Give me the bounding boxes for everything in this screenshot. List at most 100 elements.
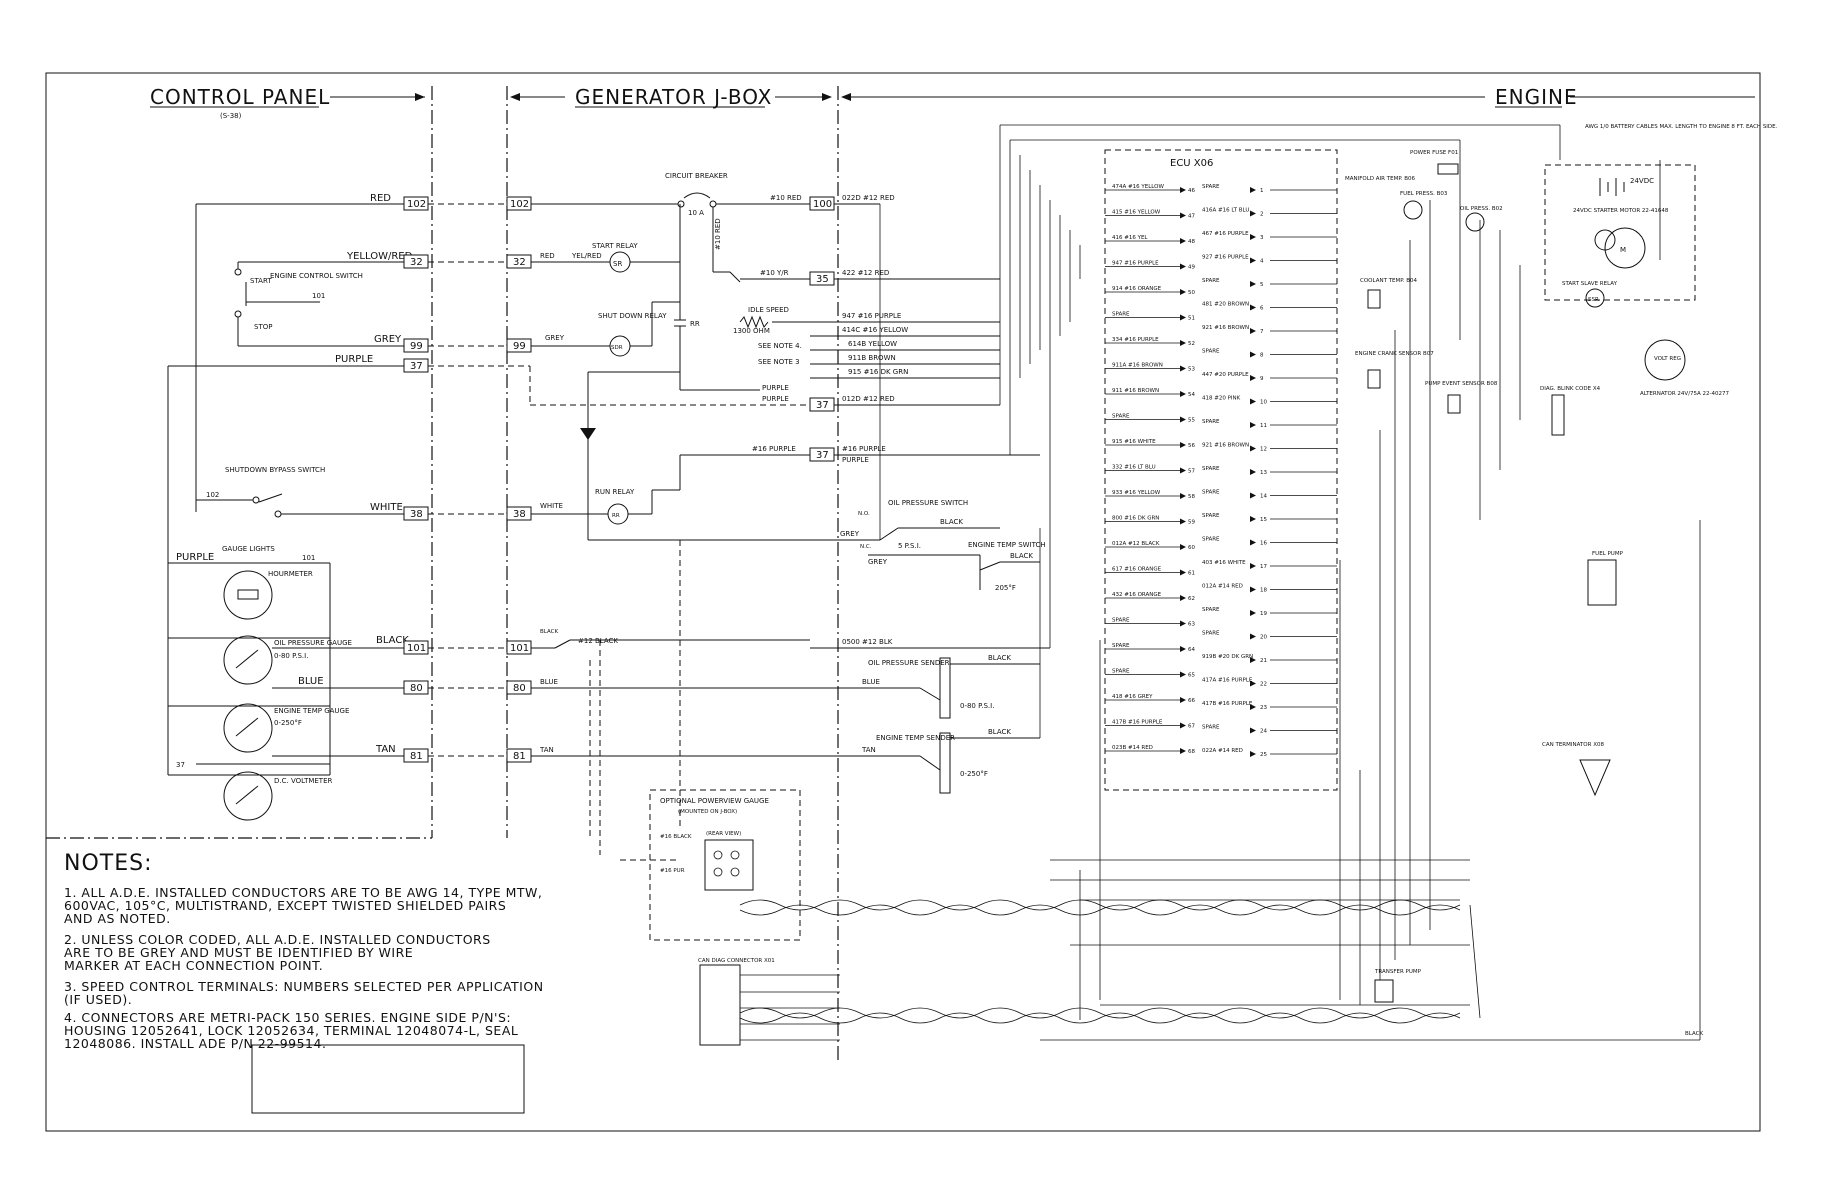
cb-rating: 10 A bbox=[688, 209, 704, 217]
ecu-pin-label: 800 #16 DK GRN bbox=[1112, 516, 1159, 522]
ecu-pin-number: 62 bbox=[1188, 596, 1195, 602]
ecu-pin-number: 55 bbox=[1188, 418, 1195, 424]
gauge-lights-label: GAUGE LIGHTS bbox=[222, 545, 275, 553]
svg-text:VOLT REG: VOLT REG bbox=[1654, 356, 1681, 362]
ecu-pin-label: 403 #16 WHITE bbox=[1202, 560, 1246, 566]
wire-label-blue: BLUE bbox=[298, 676, 324, 687]
ecu-pin-number: 57 bbox=[1188, 469, 1195, 475]
engine-temp-gauge bbox=[223, 703, 273, 753]
ecu-pin-label: SPARE bbox=[1202, 466, 1220, 472]
ecu-pin-label: 417B #16 PURPLE bbox=[1202, 701, 1253, 707]
ecu-pin-7: 921 #16 BROWN 7 bbox=[1202, 325, 1337, 335]
start-slave-relay-label: START SLAVE RELAY bbox=[1562, 281, 1618, 287]
ecu-pin-label: 416A #16 LT BLU bbox=[1202, 208, 1249, 214]
svg-text:80: 80 bbox=[513, 683, 526, 694]
note-line: 1. ALL A.D.E. INSTALLED CONDUCTORS ARE T… bbox=[64, 885, 542, 900]
svg-text:99: 99 bbox=[513, 341, 526, 352]
can-diag-label: CAN DIAG CONNECTOR X01 bbox=[698, 958, 775, 964]
ecu-pin-label: 921 #16 BROWN bbox=[1202, 325, 1249, 331]
idle-speed-label: IDLE SPEED bbox=[748, 306, 789, 314]
grey-label-jbox: GREY bbox=[545, 334, 565, 342]
engine-temp-gauge-range: 0-250°F bbox=[274, 719, 302, 727]
battery-label: 24VDC bbox=[1630, 177, 1654, 185]
ecu-pin-label: 415 #16 YELLOW bbox=[1112, 210, 1161, 216]
svg-text:101: 101 bbox=[407, 643, 426, 654]
ecu-pin-label: 947 #16 PURPLE bbox=[1112, 261, 1159, 267]
ecu-pin-label: 915 #16 WHITE bbox=[1112, 439, 1156, 445]
svg-text:35: 35 bbox=[816, 274, 829, 285]
svg-text:BLACK: BLACK bbox=[988, 654, 1011, 662]
alternator bbox=[1644, 339, 1686, 381]
ecu-pin-number: 7 bbox=[1260, 329, 1264, 335]
notes-list: 1. ALL A.D.E. INSTALLED CONDUCTORS ARE T… bbox=[64, 885, 543, 1051]
svg-text:38: 38 bbox=[410, 509, 423, 520]
grey-engine-1: GREY bbox=[840, 530, 860, 538]
wire-label-grey: GREY bbox=[374, 334, 402, 345]
ecu-pin-number: 24 bbox=[1260, 729, 1267, 735]
oil-pressure-sender-label: OIL PRESSURE SENDER bbox=[868, 659, 950, 667]
oil-pressure-gauge-label: OIL PRESSURE GAUGE bbox=[274, 639, 352, 647]
w422-label: 422 #12 RED bbox=[842, 269, 889, 277]
gauge-37-label: 37 bbox=[176, 761, 185, 769]
start-slave-relay bbox=[1585, 288, 1605, 308]
gauge-101-label: 101 bbox=[302, 554, 315, 562]
ecu-pin-label: 914 #16 ORANGE bbox=[1112, 286, 1162, 292]
black-label-jbox: BLACK bbox=[540, 629, 558, 635]
diode bbox=[580, 428, 596, 440]
diag-blink-code-label: DIAG. BLINK CODE X4 bbox=[1540, 386, 1601, 392]
tan-label-jbox: TAN bbox=[539, 746, 554, 754]
jbox-terminal-blocks: 102 32 99 38 101 80 81 100 35 37 37 bbox=[506, 196, 835, 763]
svg-text:#16 BLACK: #16 BLACK bbox=[660, 834, 692, 840]
section-control-panel-ref: (S-38) bbox=[220, 112, 242, 120]
ecu-pin-number: 47 bbox=[1188, 214, 1195, 220]
ecu-pin-number: 51 bbox=[1188, 316, 1195, 322]
black-engine-1: BLACK bbox=[940, 518, 963, 526]
oil-pressure-switch-label: OIL PRESSURE SWITCH bbox=[888, 499, 968, 507]
ecu-pin-number: 49 bbox=[1188, 265, 1195, 271]
ecu-pin-label: SPARE bbox=[1202, 725, 1220, 731]
oil-press-label: OIL PRESS. B02 bbox=[1460, 206, 1503, 212]
note-line: 600VAC, 105°C, MULTISTRAND, EXCEPT TWIST… bbox=[64, 898, 506, 913]
ecu-pin-label: 933 #16 YELLOW bbox=[1112, 490, 1161, 496]
w012-label: 012D #12 RED bbox=[842, 395, 895, 403]
svg-text:81: 81 bbox=[410, 751, 423, 762]
ecu-pin-number: 48 bbox=[1188, 239, 1195, 245]
w10-yr-label: #10 Y/R bbox=[760, 269, 789, 277]
ecu-pin-label: SPARE bbox=[1202, 349, 1220, 355]
ecu-pin-number: 46 bbox=[1188, 188, 1195, 194]
note-line: 4. CONNECTORS ARE METRI-PACK 150 SERIES.… bbox=[64, 1010, 511, 1025]
ecu-pin-number: 14 bbox=[1260, 494, 1267, 500]
ecu-pin-label: 012A #14 RED bbox=[1202, 584, 1243, 590]
svg-text:SSR: SSR bbox=[1588, 297, 1599, 303]
ecu-pin-24: SPARE 24 bbox=[1202, 725, 1337, 735]
ecu-pin-number: 21 bbox=[1260, 658, 1267, 664]
svg-text:101: 101 bbox=[510, 643, 529, 654]
ecu-pin-number: 16 bbox=[1260, 541, 1267, 547]
start-relay-label: START RELAY bbox=[592, 242, 638, 250]
ecu-pin-number: 54 bbox=[1188, 392, 1195, 398]
ecu-pin-label: 617 #16 ORANGE bbox=[1112, 567, 1162, 573]
purple-label-2: PURPLE bbox=[762, 395, 789, 403]
wire-label-tan: TAN bbox=[375, 744, 396, 755]
ecu-pin-label: SPARE bbox=[1202, 278, 1220, 284]
twisted-pair-1 bbox=[739, 899, 1461, 911]
ecu-pin-number: 3 bbox=[1260, 235, 1264, 241]
svg-text:37: 37 bbox=[816, 400, 829, 411]
